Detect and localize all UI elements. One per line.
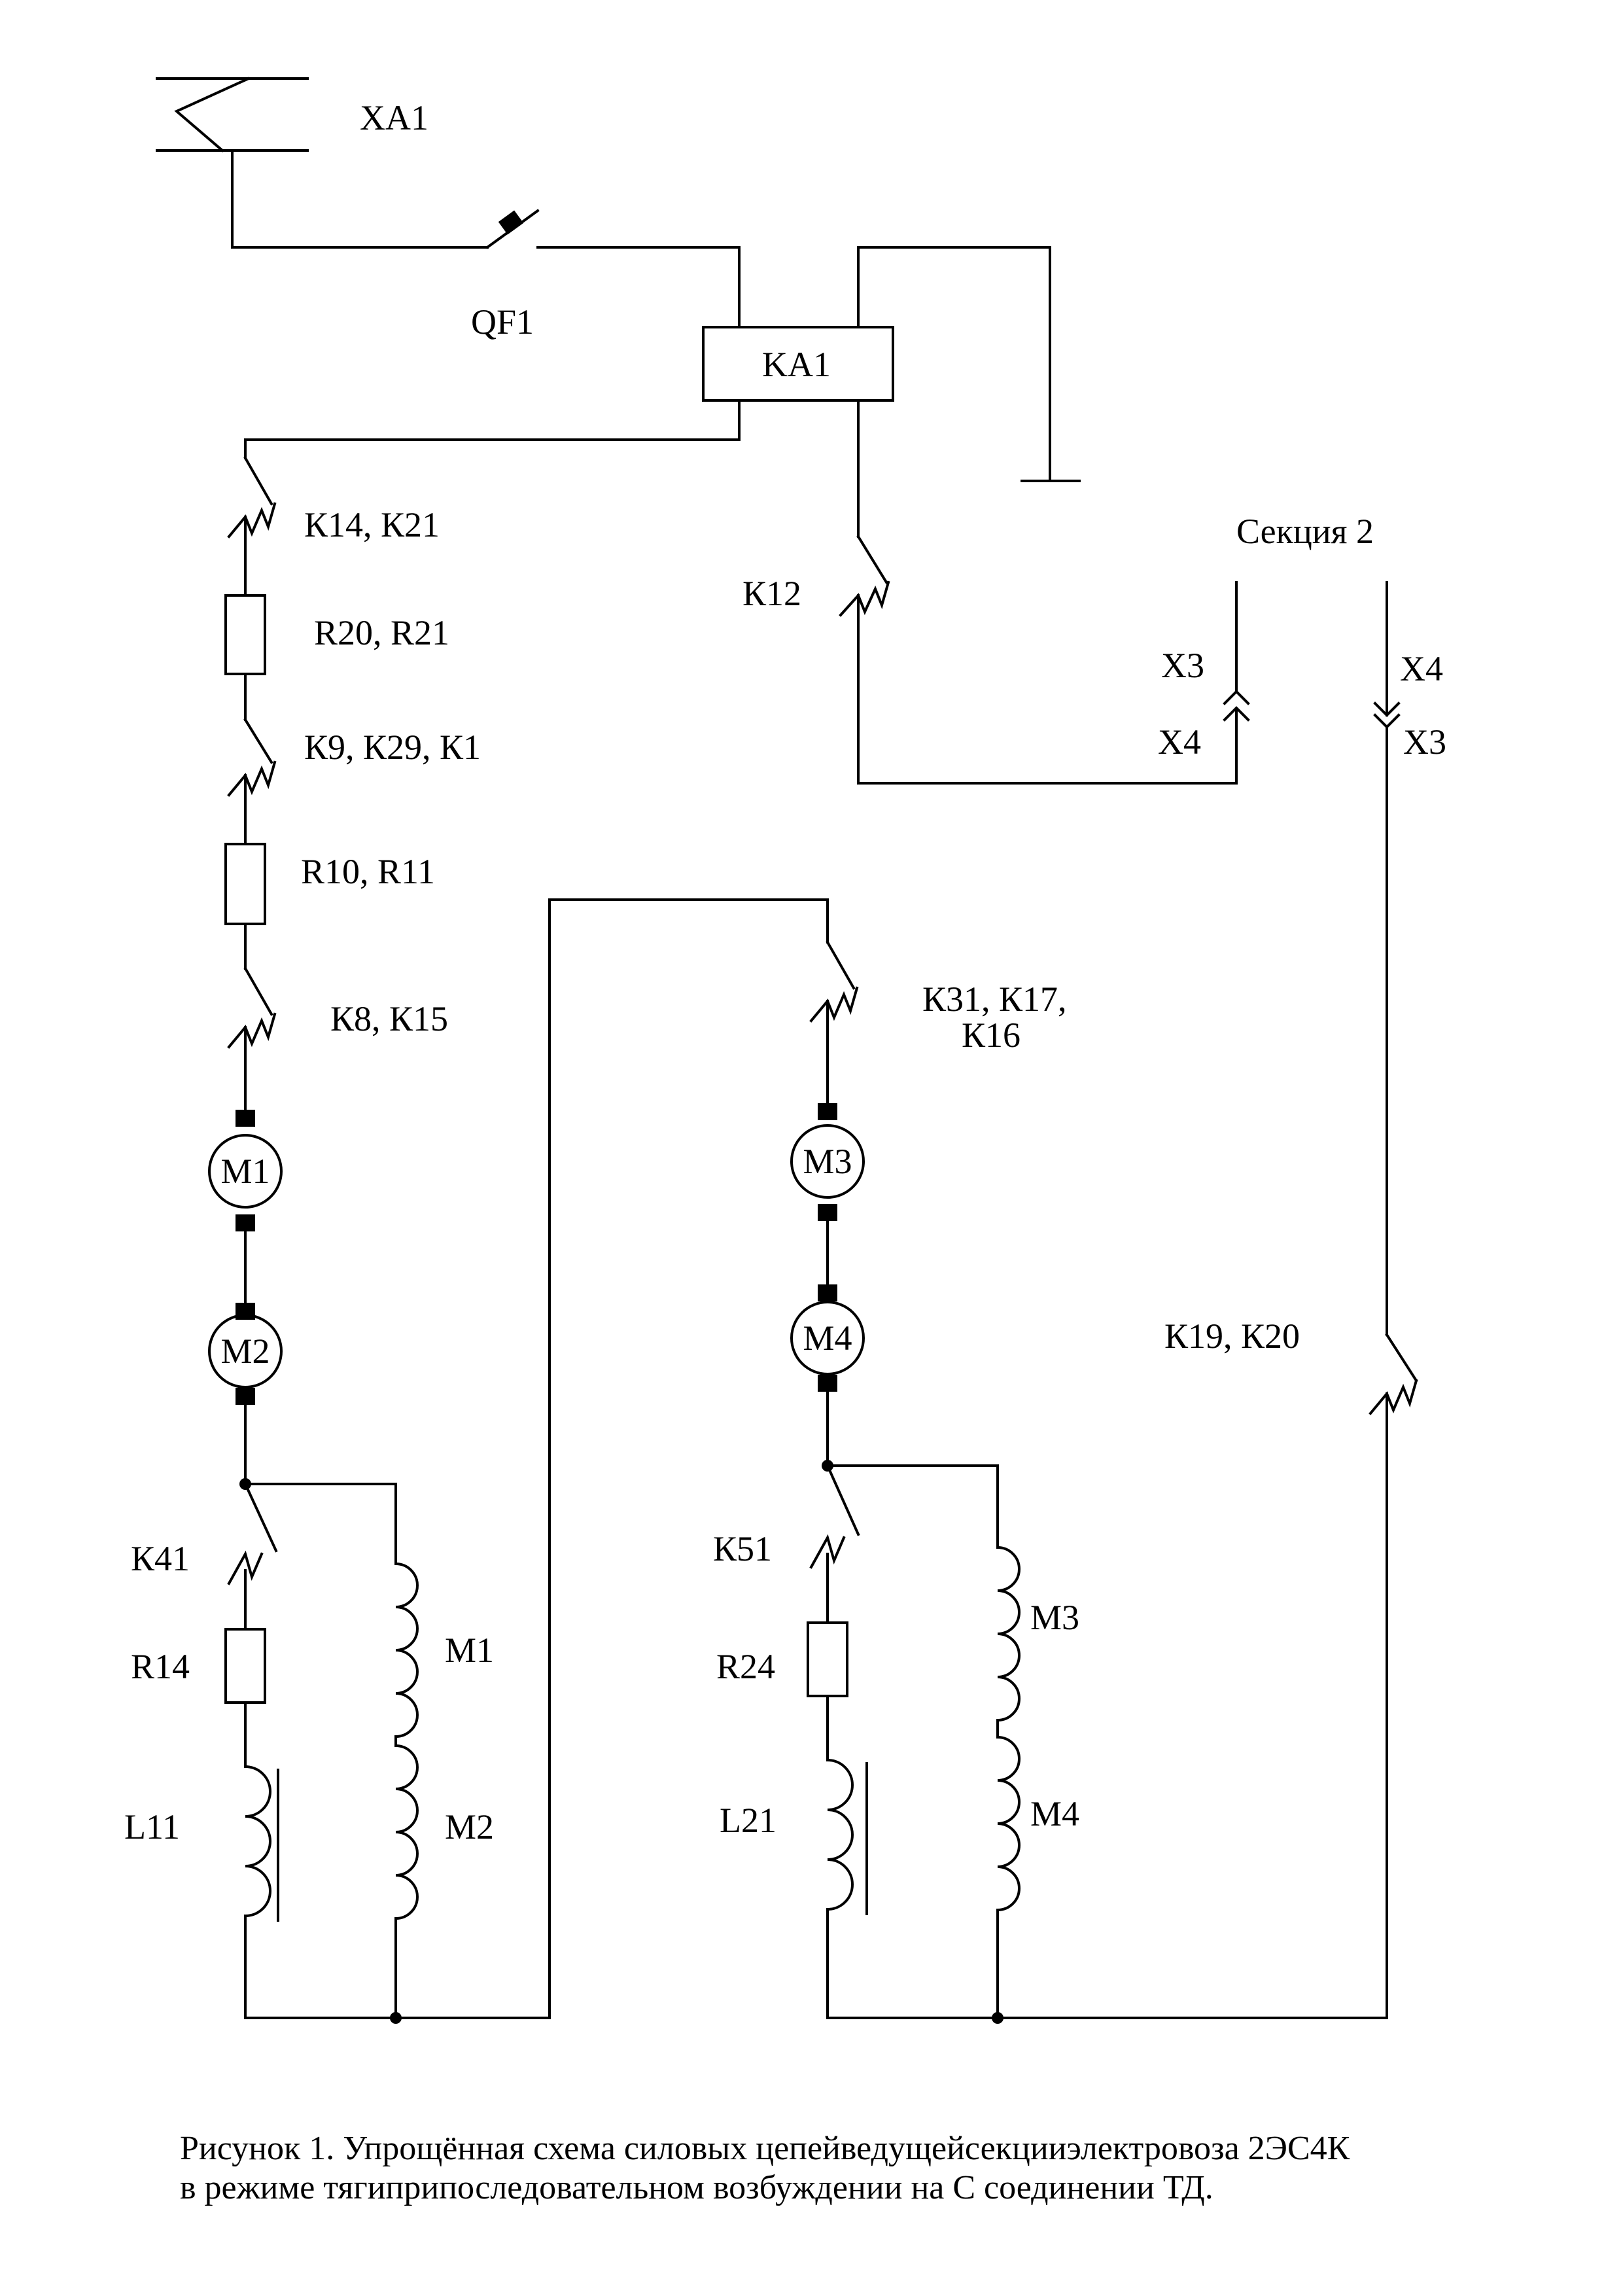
resistor-r10-r11 [224, 843, 266, 925]
contactor-k9-k29-k1 [227, 718, 277, 797]
label-k41: К41 [131, 1539, 190, 1578]
contactor-k31-k17-k16 [809, 940, 859, 1106]
label-coil-m3: M3 [1030, 1598, 1079, 1637]
label-x4-right: X4 [1400, 649, 1443, 688]
label-r14: R14 [131, 1647, 190, 1686]
label-k8-k15: К8, К15 [330, 999, 448, 1038]
label-motor-m2: M2 [220, 1332, 270, 1371]
label-k12: К12 [742, 574, 801, 613]
label-k14-k21: К14, К21 [304, 505, 440, 544]
label-coil-m2: M2 [445, 1807, 494, 1846]
label-r20-r21: R20, R21 [314, 613, 449, 652]
resistor-r14 [224, 1628, 266, 1704]
inductor-l21 [826, 1695, 868, 2019]
caption-line-2: в режиме тягиприпоследовательном возбужд… [180, 2169, 1213, 2206]
label-k9-k29-k1: К9, К29, К1 [304, 728, 481, 767]
connector-right [1373, 581, 1401, 1336]
contactor-k41 [227, 1482, 278, 1631]
pantograph-xa1 [156, 77, 309, 249]
label-x3-left: X3 [1161, 646, 1204, 685]
resistor-r24 [807, 1621, 848, 1697]
label-motor-m1: M1 [220, 1152, 270, 1191]
label-motor-m3: M3 [803, 1142, 852, 1181]
label-l11: L11 [124, 1807, 180, 1846]
label-qf1: QF1 [471, 302, 534, 342]
contactor-k19-k20 [1369, 1333, 1418, 2019]
label-motor-m4: M4 [803, 1318, 852, 1358]
label-k51: К51 [713, 1529, 772, 1568]
label-x3-right: X3 [1403, 722, 1446, 762]
motor-m2 [208, 1303, 283, 1405]
label-xa1: XA1 [360, 98, 428, 137]
label-r10-r11: R10, R11 [301, 852, 435, 891]
left-branch-wires [244, 438, 397, 1485]
motor-m1 [208, 1110, 283, 1231]
label-k31-k17-line2: К16 [962, 1016, 1021, 1055]
field-winding-m1-m2 [394, 1483, 419, 2019]
crossover-wire [548, 898, 829, 2019]
contactor-k14-k21 [227, 456, 277, 551]
resistor-r20-r21 [224, 594, 266, 675]
field-winding-m3-m4 [996, 1464, 1021, 2019]
label-k19-k20: К19, К20 [1164, 1316, 1300, 1356]
label-section-2: Секция 2 [1236, 512, 1374, 551]
label-l21: L21 [720, 1801, 777, 1840]
label-ka1: KA1 [762, 345, 831, 384]
label-coil-m1: M1 [445, 1631, 494, 1670]
motor-m3 [790, 1103, 865, 1221]
contactor-k8-k15 [227, 966, 277, 1051]
label-coil-m4: M4 [1030, 1794, 1079, 1833]
label-x4-left: X4 [1158, 722, 1201, 762]
caption-line-1: Рисунок 1. Упрощённая схема силовых цепе… [180, 2130, 1350, 2167]
relay-ka1 [244, 246, 1081, 482]
label-r24: R24 [716, 1647, 775, 1686]
breaker-qf1 [231, 209, 741, 328]
contactor-k12 [839, 399, 1238, 785]
label-k31-k17-line1: К31, К17, [922, 980, 1067, 1019]
motor-m4 [790, 1284, 865, 1392]
contactor-k51 [809, 1464, 860, 1624]
connector-left [1223, 581, 1250, 722]
inductor-l11 [243, 1701, 279, 2019]
